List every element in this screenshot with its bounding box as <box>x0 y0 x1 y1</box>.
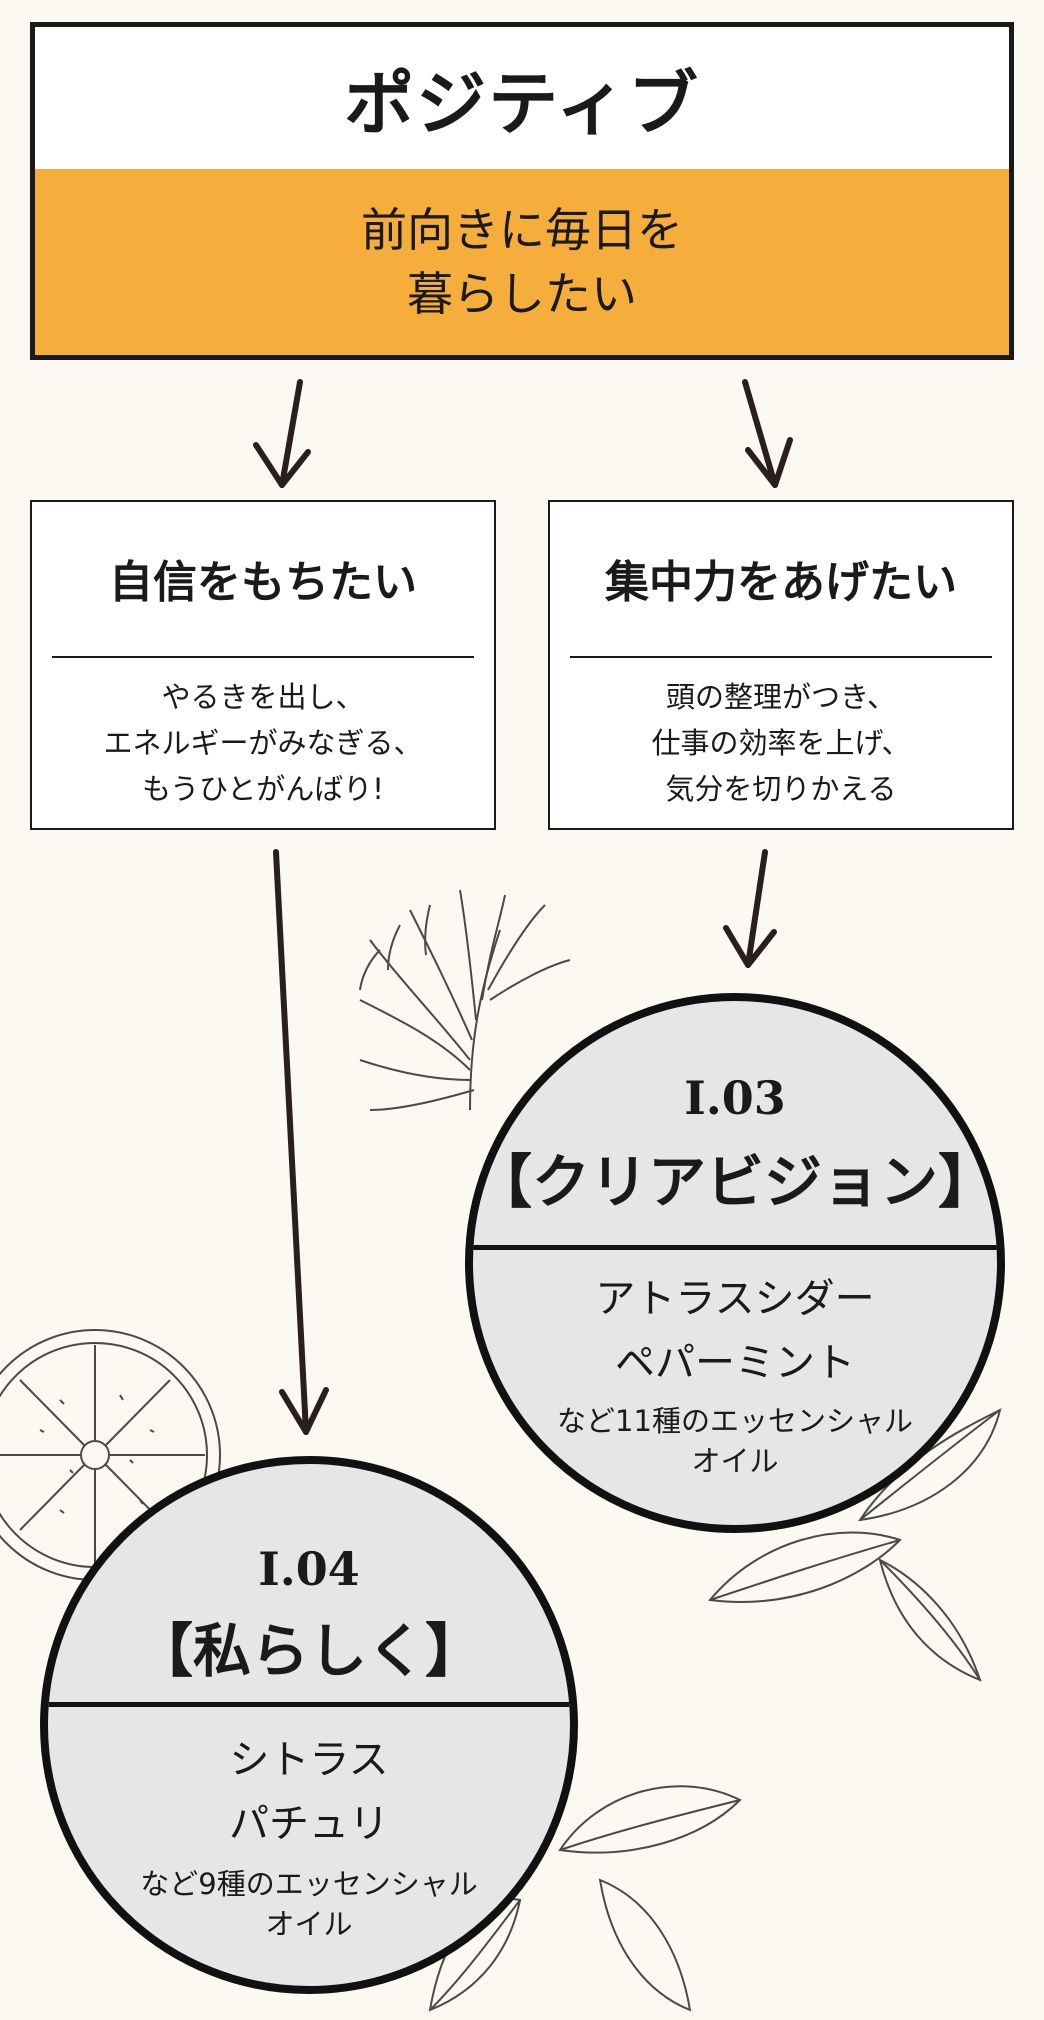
benefit-box-focus: 集中力をあげたい 頭の整理がつき、 仕事の効率を上げ、 気分を切りかえる <box>548 500 1014 830</box>
header-subtitle: 前向きに毎日を 暮らしたい <box>35 169 1009 355</box>
divider <box>473 1245 997 1250</box>
product-ingredient: シトラス <box>229 1737 389 1783</box>
benefit-description: 頭の整理がつき、 仕事の効率を上げ、 気分を切りかえる <box>550 674 1012 812</box>
header-subtitle-line2: 暮らしたい <box>407 267 637 321</box>
header-title: ポジティブ <box>344 62 700 145</box>
benefit-desc-line: 頭の整理がつき、 <box>666 680 896 714</box>
product-circle-watashirashiku: I.04 【私らしく】 シトラス パチュリ など9種のエッセンシャル オイル <box>40 1456 578 1994</box>
benefit-desc-line: もうひとがんばり! <box>142 772 384 806</box>
benefit-desc-line: やるきを出し、 <box>161 680 365 714</box>
benefit-title: 集中力をあげたい <box>605 557 957 608</box>
benefit-box-confidence: 自信をもちたい やるきを出し、 エネルギーがみなぎる、 もうひとがんばり! <box>30 500 496 830</box>
product-code: I.04 <box>258 1542 360 1596</box>
product-note: など11種のエッセンシャル <box>557 1404 913 1438</box>
product-note: オイル <box>265 1907 353 1941</box>
benefit-title: 自信をもちたい <box>109 557 417 608</box>
divider <box>570 656 992 658</box>
header-box: ポジティブ 前向きに毎日を 暮らしたい <box>30 22 1014 360</box>
arrow-down-icon <box>742 379 793 488</box>
arrow-down-icon <box>273 849 329 1435</box>
product-circle-clear-vision: I.03 【クリアビジョン】 アトラスシダー ペパーミント など11種のエッセン… <box>465 993 1005 1533</box>
product-name: 【クリアビジョン】 <box>473 1148 996 1216</box>
arrow-down-icon <box>253 379 311 488</box>
product-code: I.03 <box>684 1071 786 1125</box>
product-name: 【私らしく】 <box>134 1617 483 1685</box>
product-note: など9種のエッセンシャル <box>140 1867 478 1901</box>
benefit-desc-line: エネルギーがみなぎる、 <box>103 726 423 760</box>
product-note: オイル <box>691 1444 779 1478</box>
benefit-desc-line: 気分を切りかえる <box>665 772 897 806</box>
fern-illustration <box>359 889 571 1111</box>
product-ingredient: パチュリ <box>229 1801 389 1847</box>
mint-leaf-illustration <box>428 1785 742 2012</box>
divider <box>52 656 474 658</box>
header-subtitle-line1: 前向きに毎日を <box>361 203 683 257</box>
divider <box>48 1702 570 1707</box>
benefit-description: やるきを出し、 エネルギーがみなぎる、 もうひとがんばり! <box>32 674 494 812</box>
benefit-desc-line: 仕事の効率を上げ、 <box>651 726 911 760</box>
product-ingredient: アトラスシダー <box>595 1276 875 1322</box>
arrow-down-icon <box>723 849 777 968</box>
product-ingredient: ペパーミント <box>615 1340 855 1386</box>
